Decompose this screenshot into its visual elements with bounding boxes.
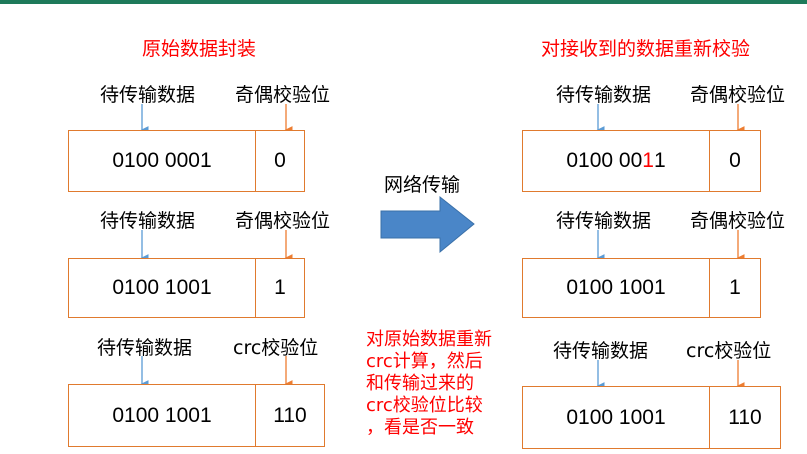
left-title: 原始数据封装 [142, 38, 257, 60]
flipped-bit: 1 [642, 149, 654, 172]
note-line: 和传输过来的 [366, 373, 474, 394]
data-bits: 0100 1001 [69, 259, 256, 317]
frame-box: 0100 1001 110 [522, 386, 781, 449]
check-label: 奇偶校验位 [235, 210, 331, 232]
check-bits: 110 [728, 405, 762, 429]
check-bits: 1 [729, 276, 741, 299]
check-label: 奇偶校验位 [690, 210, 786, 232]
data-bits: 0100 0001 [69, 131, 256, 191]
header-bar [0, 0, 807, 4]
frame-box: 0100 1001 110 [68, 384, 325, 447]
check-bits: 110 [273, 403, 307, 427]
data-bits-suffix: 1 [653, 149, 666, 172]
data-label: 待传输数据 [556, 210, 652, 232]
check-bits: 0 [274, 149, 286, 172]
data-label: 待传输数据 [556, 84, 652, 106]
check-label: crc校验位 [233, 337, 319, 359]
right-title: 对接收到的数据重新校验 [541, 38, 751, 60]
data-label: 待传输数据 [97, 337, 193, 359]
check-bits: 0 [729, 149, 741, 172]
frame-box: 0100 1001 1 [522, 258, 761, 318]
data-bits: 0100 1001 [69, 385, 256, 446]
frame-box: 0100 0001 0 [68, 130, 305, 192]
check-bits: 1 [274, 276, 286, 299]
data-label: 待传输数据 [100, 210, 196, 232]
data-label: 待传输数据 [100, 84, 196, 106]
data-bits: 0100 1001 [523, 259, 710, 317]
note-line: ，看是否一致 [366, 417, 474, 438]
transfer-arrow [380, 195, 475, 254]
frame-box: 0100 1001 1 [68, 258, 305, 318]
note-line: crc计算，然后 [366, 351, 483, 372]
data-label: 待传输数据 [553, 340, 649, 362]
data-bits: 0100 1001 [523, 387, 710, 448]
transfer-label: 网络传输 [384, 174, 461, 196]
data-bits-prefix: 0100 00 [566, 149, 643, 172]
check-label: crc校验位 [686, 340, 772, 362]
check-label: 奇偶校验位 [690, 84, 786, 106]
note-line: 对原始数据重新 [366, 329, 492, 350]
crc-note: 对原始数据重新 crc计算，然后 和传输过来的 crc校验位比较 ，看是否一致 [366, 329, 492, 439]
note-line: crc校验位比较 [366, 395, 483, 416]
check-label: 奇偶校验位 [235, 84, 331, 106]
